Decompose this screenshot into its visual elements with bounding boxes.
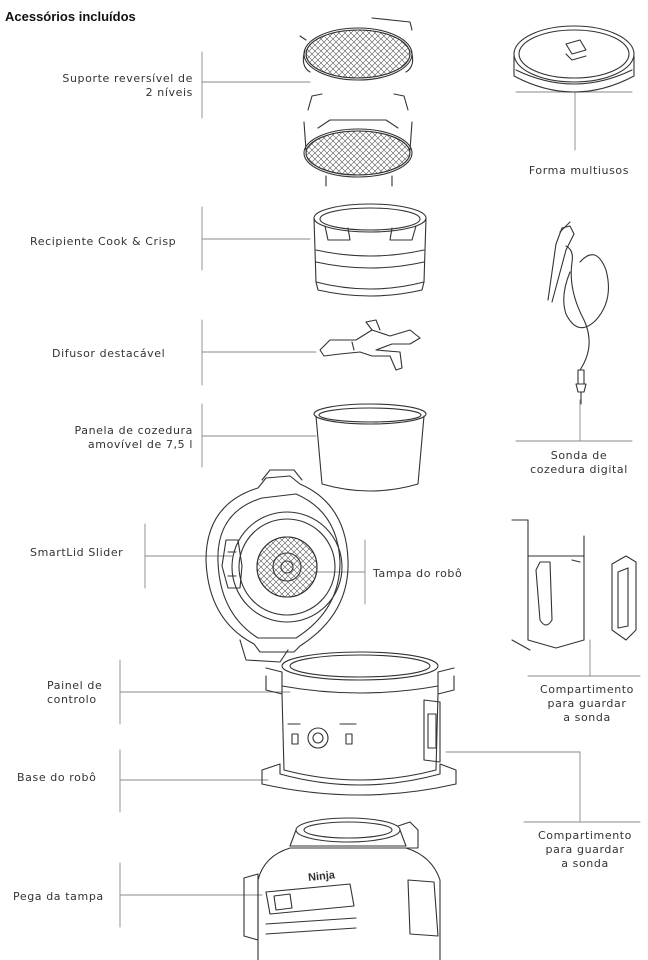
opened-lid [205,469,349,663]
label-painel: Painel de controlo [47,679,103,706]
cooking-pot [313,403,427,492]
bottom-unit [243,817,441,960]
cook-crisp-basket [313,203,427,297]
page-title: Acessórios incluídos [5,9,136,24]
label-sonda: Sonda de cozedura digital [530,449,628,476]
base-unit [261,651,457,796]
reversible-rack [299,17,414,187]
label-tampa: Tampa do robô [373,567,463,580]
label-recipiente: Recipiente Cook & Crisp [30,235,177,248]
multipurpose-pan [513,25,635,93]
detachable-diffuser [319,319,421,371]
label-pega: Pega da tampa [13,890,104,903]
leader-lines [119,51,641,928]
label-suporte: Suporte reversível de 2 níveis [62,72,193,99]
label-compartimento-2: Compartimento para guardar a sonda [537,829,633,870]
probe-holder-detail [511,519,637,651]
label-base: Base do robô [17,771,97,784]
digital-probe [547,221,609,405]
brand-logo: Ninja [308,869,337,884]
label-difusor: Difusor destacável [52,347,166,360]
label-panela: Panela de cozedura amovível de 7,5 l [74,424,193,451]
label-smartlid: SmartLid Slider [30,546,124,559]
label-forma: Forma multiusos [528,164,630,177]
label-compartimento-1: Compartimento para guardar a sonda [539,683,635,724]
